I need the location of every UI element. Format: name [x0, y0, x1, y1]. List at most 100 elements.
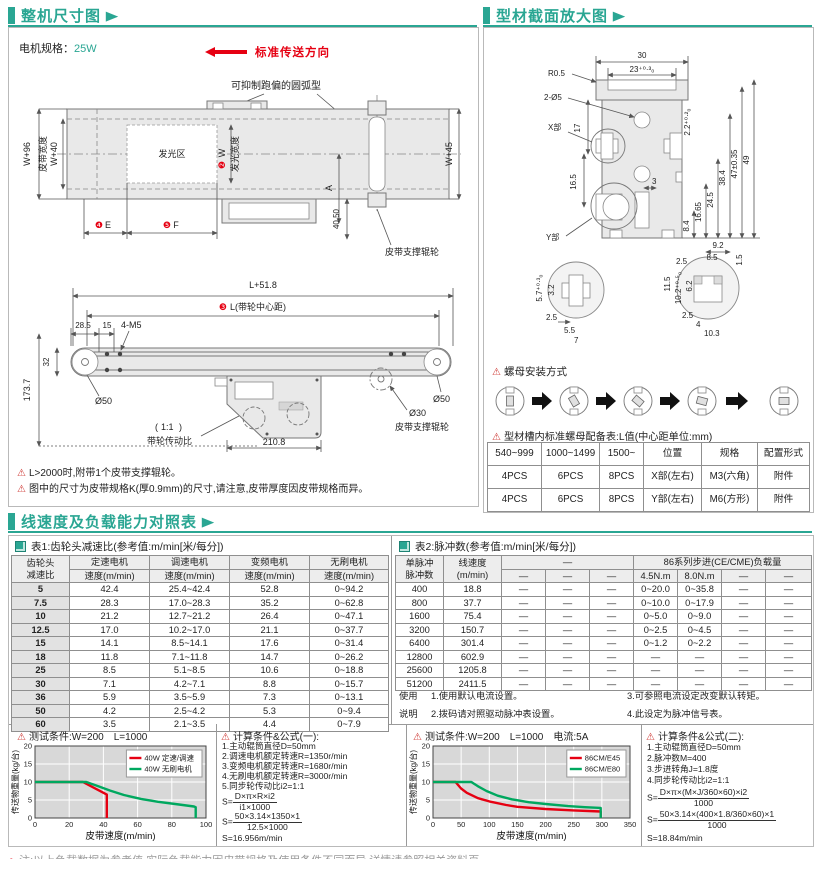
- table-cell: —: [501, 649, 546, 664]
- table-cell: —: [765, 676, 813, 691]
- table-cell: —: [545, 622, 590, 637]
- col-header-pulse: 单脉冲脉冲数: [395, 555, 444, 583]
- table-cell: —: [588, 595, 635, 610]
- sub-header: —: [588, 568, 635, 583]
- profile-section-panel: 30 23⁺⁰·³₀ R0.5 2-Ø5 X部: [483, 27, 814, 513]
- dim-15: 15: [103, 321, 112, 330]
- table-cell: 21.1: [229, 622, 310, 637]
- table-cell: 0~9.0: [677, 609, 723, 624]
- svg-text:40W 无刷电机: 40W 无刷电机: [144, 764, 192, 774]
- table-cell: 10: [11, 609, 70, 624]
- dim-dia30: Ø30: [409, 408, 426, 418]
- table-cell: —: [677, 649, 723, 664]
- calc1-result: S=16.956m/min: [222, 833, 283, 843]
- col-header: 540~999: [487, 442, 542, 466]
- svg-text:40W 定速/调速: 40W 定速/调速: [144, 753, 194, 763]
- table-cell: 0~13.1: [309, 690, 389, 705]
- table-cell: —: [765, 622, 813, 637]
- clipped-footnote: ● 注:以上负载数据为参考值,实际负载能力因皮带规格及使用条件不同而异,详情请参…: [8, 850, 812, 859]
- table-cell: 150.7: [443, 622, 502, 637]
- svg-text:传送物重量(kg/台): 传送物重量(kg/台): [11, 750, 20, 814]
- transfer-direction: 标准传送方向: [205, 44, 330, 60]
- cross-section-drawing: 30 23⁺⁰·³₀ R0.5 2-Ø5 X部: [535, 51, 760, 346]
- nut-install-steps-icons: [495, 386, 799, 416]
- usage-label: 使用: [399, 691, 418, 701]
- table-cell: 3.5~5.9: [149, 690, 230, 705]
- calc2-item-2: 2.脉冲数M=400: [647, 753, 707, 763]
- table-cell: 12800: [395, 649, 444, 664]
- table-cell: —: [501, 609, 546, 624]
- calc1-item-5: 5.同步轮传动比i2=1:1: [222, 781, 305, 791]
- section-header-speed-load: 线速度及负载能力对照表 ▶: [8, 511, 214, 532]
- side-view-drawing: L+51.8 ❸ L(带轮中心距) 28.5 15 4-M5 173.7: [22, 280, 454, 452]
- dim-y-25a: 2.5: [676, 257, 688, 266]
- table-cell: 5.9: [69, 690, 150, 705]
- horizontal-divider: [9, 724, 813, 725]
- table-cell: 15: [11, 636, 70, 651]
- table-cell: 0~31.4: [309, 636, 389, 651]
- play-arrow-icon: ▶: [612, 7, 626, 23]
- col-header-load: 86系列步进(CE/CME)负载量: [633, 555, 813, 570]
- table-cell: 0~2.5: [633, 622, 679, 637]
- glow-zone-label: 发光区: [158, 148, 185, 159]
- table-cell: —: [765, 649, 813, 664]
- section-title: 线速度及负载能力对照表: [21, 514, 198, 531]
- table-cell: Y部(左右): [643, 488, 702, 512]
- calc-condition-1-title: ⚠计算条件&公式(一):: [221, 732, 320, 743]
- table-cell: —: [501, 663, 546, 678]
- table-subheader-row: — — — 4.5N.m 8.0N.m — —: [396, 568, 813, 583]
- warning-icon: ⚠: [492, 432, 501, 443]
- square-bullet-icon: [399, 541, 410, 552]
- gear-ratio-table: 齿轮头减速比 定速电机 调速电机 变频电机 无刷电机 速度(m/min) 速度(…: [11, 555, 389, 732]
- table-cell: —: [765, 663, 813, 678]
- table-cell: 37.7: [443, 595, 502, 610]
- table-cell: 0~94.2: [309, 582, 389, 597]
- table-cell: —: [501, 595, 546, 610]
- usage-note-2: 2.拨码请对照驱动脉冲表设置。: [431, 709, 560, 719]
- col-header: 变频电机: [229, 555, 310, 570]
- dim-num4-icon: ❹: [95, 220, 103, 230]
- table-cell: 35.2: [229, 595, 310, 610]
- col-header-speed: 线速度(m/min): [443, 555, 502, 583]
- vertical-divider: [391, 536, 392, 724]
- dim-y-115: 11.5: [663, 276, 672, 292]
- col-header-dash: —: [500, 555, 635, 570]
- warning-icon: ⚠: [221, 732, 230, 743]
- dim-3: 3: [652, 177, 657, 186]
- dim-245: 24.5: [706, 192, 715, 208]
- section-header-overall-dimensions: 整机尺寸图 ▶: [8, 5, 118, 26]
- table-cell: 25600: [395, 663, 444, 678]
- table-cell: —: [501, 622, 546, 637]
- calc1-item-4: 4.无刷电机额定转速R=3000r/min: [222, 771, 348, 781]
- table-cell: 17.0~28.3: [149, 595, 230, 610]
- dim-49: 49: [742, 155, 751, 164]
- table-cell: 52.8: [229, 582, 310, 597]
- table-cell: 0~1.2: [633, 636, 679, 651]
- svg-text:86CM/E80: 86CM/E80: [585, 765, 620, 774]
- motor-spec-label: 电机规格：: [19, 43, 74, 55]
- calc2-item-4: 4.同步轮传动比i2=1:1: [647, 775, 730, 785]
- table-cell: 7.5: [11, 595, 70, 610]
- table-cell: 28.3: [69, 595, 150, 610]
- sub-header: —: [501, 568, 546, 583]
- nut-install-heading: ⚠螺母安装方式: [492, 366, 567, 378]
- header-underline: [8, 531, 812, 533]
- square-bullet-icon: [15, 541, 26, 552]
- sub-header: —: [545, 568, 590, 583]
- direction-label: 标准传送方向: [255, 47, 330, 59]
- table-cell: —: [721, 622, 767, 637]
- dim-47: 47±0.35: [730, 149, 739, 178]
- usage-note-3: 3.可参照电流设定改变默认转矩。: [627, 691, 765, 701]
- section-title: 整机尺寸图: [21, 8, 102, 25]
- table-cell: —: [545, 609, 590, 624]
- sub-header: 4.5N.m: [633, 568, 679, 583]
